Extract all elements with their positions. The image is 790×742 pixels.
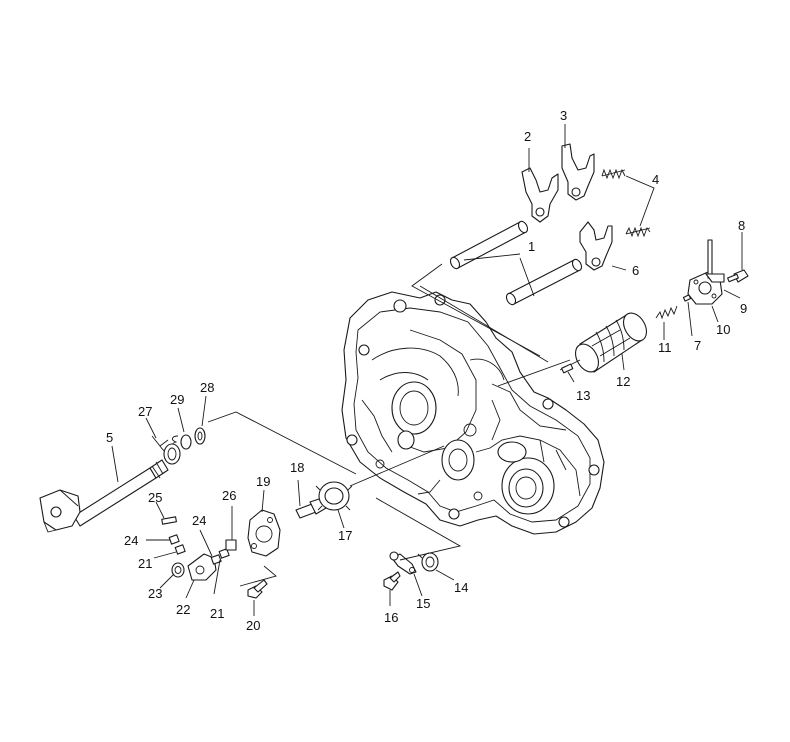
shift-fork-6: [579, 221, 613, 271]
callout-25: 25: [148, 490, 162, 505]
shift-shaft: [39, 459, 169, 533]
crankcase: [341, 291, 605, 535]
callout-28: 28: [200, 380, 214, 395]
leader-lines: [111, 124, 743, 616]
callout-17: 17: [338, 528, 352, 543]
callout-29: 29: [170, 392, 184, 407]
callout-7: 7: [694, 338, 701, 353]
callout-22: 22: [176, 602, 190, 617]
callout-4: 4: [652, 172, 659, 187]
spring-24-left: [168, 534, 180, 545]
shift-fork-2: [521, 167, 559, 223]
pin-13: [561, 363, 574, 374]
callout-19: 19: [256, 474, 270, 489]
callout-18: 18: [290, 460, 304, 475]
bolt-8: [727, 269, 749, 283]
callout-10: 10: [716, 322, 730, 337]
callout-27: 27: [138, 404, 152, 419]
callout-26: 26: [222, 488, 236, 503]
bolt-16: [383, 571, 401, 591]
callout-8: 8: [738, 218, 745, 233]
callout-15: 15: [416, 596, 430, 611]
callout-labels: 1 2 3 4 5 6 7 8 9 10 11 12 13 14 15 16 1…: [106, 108, 747, 633]
callout-24b: 24: [192, 513, 206, 528]
spring-14: [417, 552, 439, 572]
spring-24-right: [210, 554, 222, 565]
pawl-22: [187, 553, 217, 581]
pin-25: [161, 516, 177, 525]
callout-9: 9: [740, 301, 747, 316]
washer-29: [180, 434, 192, 450]
callout-12: 12: [616, 374, 630, 389]
shift-fork-shaft-upper: [449, 220, 529, 270]
callout-11: 11: [658, 340, 672, 355]
spring-27: [151, 435, 181, 465]
callout-14: 14: [454, 580, 468, 595]
callout-20: 20: [246, 618, 260, 633]
shift-fork-3: [561, 143, 595, 201]
block-26: [225, 539, 237, 551]
spring-11: [655, 305, 678, 320]
callout-21b: 21: [210, 606, 224, 621]
circlip-28: [194, 427, 206, 445]
callout-21a: 21: [138, 556, 152, 571]
stopper-plate: [687, 239, 725, 305]
spring-4-lower: [625, 226, 651, 238]
spring-4-upper: [601, 168, 626, 180]
stopper-arm-15: [389, 551, 417, 575]
bolt-20: [247, 579, 268, 599]
guide-plate-19: [247, 509, 281, 557]
callout-6: 6: [632, 263, 639, 278]
roller-21-left: [174, 544, 186, 555]
roller-21-right: [218, 548, 230, 559]
callout-5: 5: [106, 430, 113, 445]
callout-16: 16: [384, 610, 398, 625]
shift-fork-shaft-lower: [505, 258, 583, 306]
callout-23: 23: [148, 586, 162, 601]
shift-cam-17: [315, 481, 353, 511]
callout-2: 2: [524, 129, 531, 144]
shift-drum: [559, 312, 648, 373]
callout-1: 1: [528, 239, 535, 254]
callout-13: 13: [576, 388, 590, 403]
collar-23: [171, 562, 185, 578]
callout-3: 3: [560, 108, 567, 123]
callout-24a: 24: [124, 533, 138, 548]
